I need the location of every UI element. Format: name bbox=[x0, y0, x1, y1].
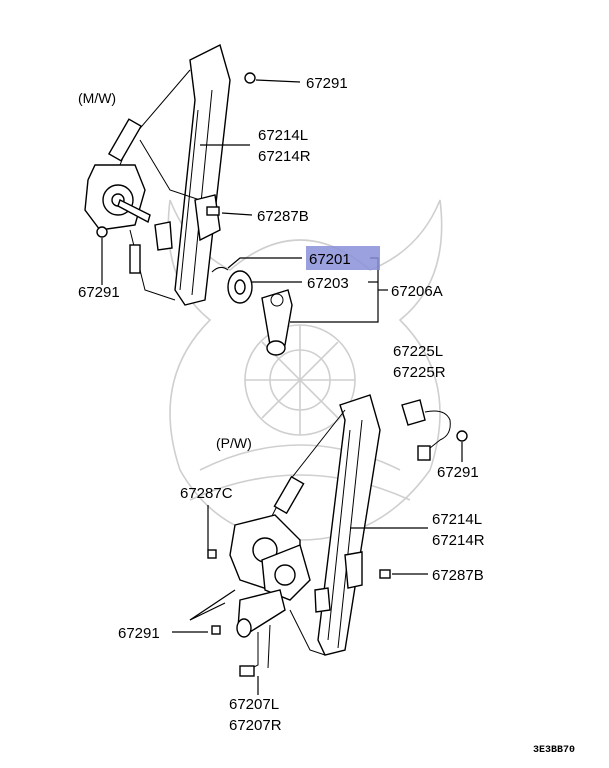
manual-window-regulator bbox=[84, 43, 256, 306]
leader-lines bbox=[101, 79, 463, 695]
part-number-67203[interactable]: 67203 bbox=[307, 275, 349, 292]
variant-label-manual: (M/W) bbox=[78, 90, 116, 106]
part-highlight bbox=[306, 246, 380, 270]
part-number-67206a[interactable]: 67206A bbox=[391, 283, 443, 300]
part-number-67214l-bottom[interactable]: 67214L bbox=[432, 511, 482, 528]
part-number-67214r-top[interactable]: 67214R bbox=[258, 148, 311, 165]
part-number-67291-switch[interactable]: 67291 bbox=[437, 464, 479, 481]
part-number-67287c[interactable]: 67287C bbox=[180, 485, 233, 502]
variant-label-power: (P/W) bbox=[216, 435, 252, 451]
diagram-code: 3E3BB70 bbox=[533, 745, 575, 756]
part-number-67291-bottom[interactable]: 67291 bbox=[118, 625, 160, 642]
part-number-67225r[interactable]: 67225R bbox=[393, 364, 446, 381]
window-handle-group bbox=[211, 266, 293, 356]
part-number-67207r[interactable]: 67207R bbox=[229, 717, 282, 734]
part-number-67287b-top[interactable]: 67287B bbox=[257, 208, 309, 225]
part-number-67287b-bottom[interactable]: 67287B bbox=[432, 567, 484, 584]
switch-assembly bbox=[401, 399, 468, 461]
part-number-67291-left[interactable]: 67291 bbox=[78, 284, 120, 301]
part-number-67214r-bottom[interactable]: 67214R bbox=[432, 532, 485, 549]
power-window-regulator bbox=[207, 394, 391, 677]
part-number-67291-top[interactable]: 67291 bbox=[306, 75, 348, 92]
part-number-67201[interactable]: 67201 bbox=[309, 251, 351, 268]
part-number-67225l[interactable]: 67225L bbox=[393, 343, 443, 360]
part-number-67214l-top[interactable]: 67214L bbox=[258, 127, 308, 144]
part-number-67207l[interactable]: 67207L bbox=[229, 696, 279, 713]
